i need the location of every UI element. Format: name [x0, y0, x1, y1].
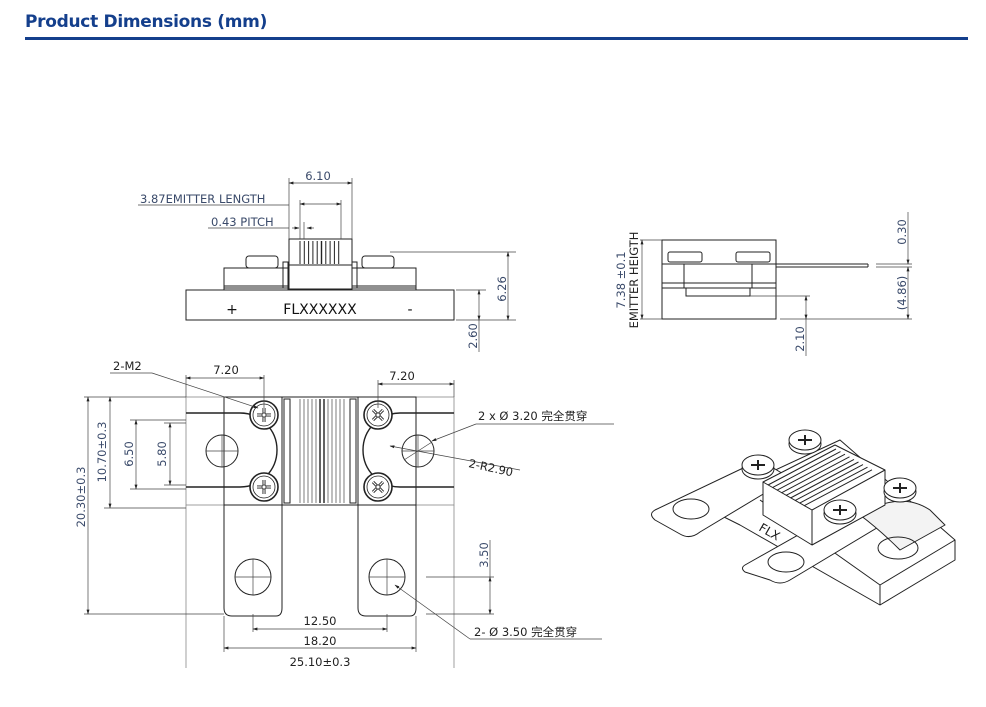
screw-icon [788, 429, 822, 455]
screw-icon [741, 454, 775, 480]
minus-terminal-label: - [407, 302, 412, 318]
top-heatsink-fins [299, 399, 345, 503]
base-block [185, 289, 455, 321]
screw-icon [823, 499, 857, 525]
heatsink [288, 238, 353, 290]
dim-body-height: 10.70±0.3 [95, 422, 109, 483]
dim-tab-span: 18.20 [304, 634, 337, 648]
fin [781, 456, 850, 494]
right-post [351, 261, 358, 289]
dim-total-height: 6.26 [495, 276, 509, 302]
emitter-height-label: EMITTER HEIGTH [627, 232, 641, 329]
section-header: Product Dimensions (mm) [25, 10, 968, 40]
screw-callout: 2-M2 [113, 359, 142, 373]
right-pad [351, 267, 417, 289]
dim-tab-width-outer: 6.50 [122, 441, 136, 467]
side-body [661, 263, 777, 320]
dim-base-height: 2.60 [466, 323, 480, 349]
screw-icon [883, 477, 917, 503]
dim-tab-height: (4.86) [895, 276, 909, 311]
screw-icon [363, 472, 393, 502]
isometric-view: FLX [651, 429, 956, 606]
heatsink-fins [299, 241, 340, 264]
fin [772, 451, 841, 489]
dim-hole-spacing: 12.50 [304, 614, 337, 628]
fin [790, 461, 859, 499]
large-hole-callout: 2- Ø 3.50 完全贯穿 [474, 625, 577, 639]
fin [785, 458, 855, 496]
fin [767, 448, 837, 486]
dim-total-width: 25.10±0.3 [290, 655, 351, 669]
front-view: + FLXXXXXX - 6.10 3.87EMITTER LENGTH 0.4… [138, 169, 516, 352]
fin [799, 466, 868, 504]
dim-base-offset: 2.10 [793, 326, 807, 352]
right-screw-head [361, 255, 395, 269]
radius-callout: 2-R2.90 [467, 456, 514, 479]
dim-heatsink-width: 6.10 [305, 169, 331, 183]
dim-right-screw-offset: 7.20 [389, 369, 415, 383]
section-title: Product Dimensions (mm) [25, 12, 268, 32]
title-underline [25, 37, 968, 40]
left-screw-head [245, 255, 279, 269]
left-pad [223, 267, 289, 289]
dim-tab-thickness: 0.30 [895, 219, 909, 245]
fin [803, 469, 873, 507]
screws [249, 400, 393, 502]
screw-icon [249, 472, 279, 502]
part-number-label: FLXXXXXX [283, 302, 357, 318]
right-lead [357, 505, 417, 617]
top-view: 2-M2 7.20 7.20 20.30±0.3 10.70±0.3 6.50 … [74, 359, 614, 669]
dim-total-height-top: 20.30±0.3 [74, 467, 88, 528]
fin [794, 464, 864, 502]
dim-pitch: 0.43 PITCH [211, 215, 274, 229]
dim-tab-width-inner: 5.80 [155, 441, 169, 467]
fin [776, 453, 846, 491]
small-hole-callout: 2 x Ø 3.20 完全贯穿 [478, 409, 587, 423]
dim-emitter-length: 3.87EMITTER LENGTH [140, 192, 265, 206]
dim-emitter-height: 7.38 ±0.1 [614, 251, 628, 308]
left-post [282, 261, 289, 289]
dim-left-screw-offset: 7.20 [213, 363, 239, 377]
screw-icon [363, 400, 393, 430]
dim-hole-offset: 3.50 [477, 542, 491, 568]
left-lead [223, 505, 283, 617]
plus-terminal-label: + [226, 302, 238, 318]
side-view: 7.38 ±0.1 EMITTER HEIGTH 0.30 (4.86) 2.1… [614, 212, 912, 356]
